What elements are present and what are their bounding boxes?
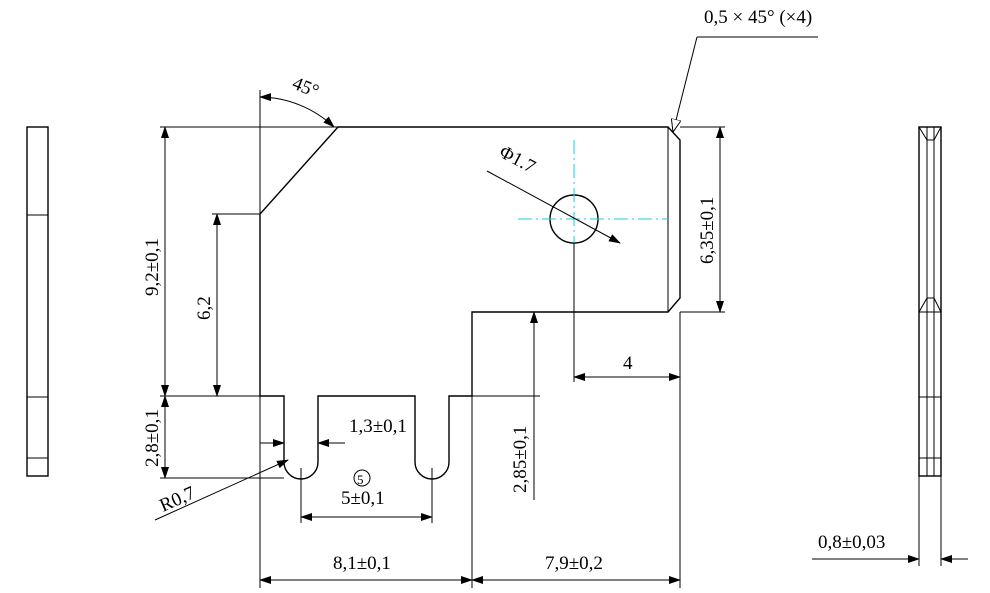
slot-spacing-label: 5±0,1 [341,488,385,509]
main-part-outline [259,126,681,480]
width-left-label: 8,1±0,1 [333,553,391,574]
right-side-view [812,126,968,566]
thickness-label: 0,8±0,03 [818,532,885,553]
width-right-label: 7,9±0,2 [545,553,603,574]
hole [518,140,668,255]
height-right-label: 6,35±0,1 [697,197,718,264]
angle-label: 45° [289,73,322,102]
height-inner-label: 6,2 [194,296,215,320]
dimension-lines [154,36,818,588]
radius-label: R0,7 [156,483,198,517]
hole-offset-label: 4 [623,353,633,374]
step-height-label: 2,85±0,1 [510,426,531,493]
notch-height-label: 2,8±0,1 [142,409,163,467]
slot-width-label: 1,3±0,1 [349,416,407,437]
hole-diameter-label: Φ1.7 [496,142,539,178]
height-overall-label: 9,2±0,1 [142,238,163,296]
left-side-view [26,126,49,477]
balloon-number: 5 [357,472,364,487]
chamfer-note: 0,5 × 45° (×4) [704,7,812,28]
